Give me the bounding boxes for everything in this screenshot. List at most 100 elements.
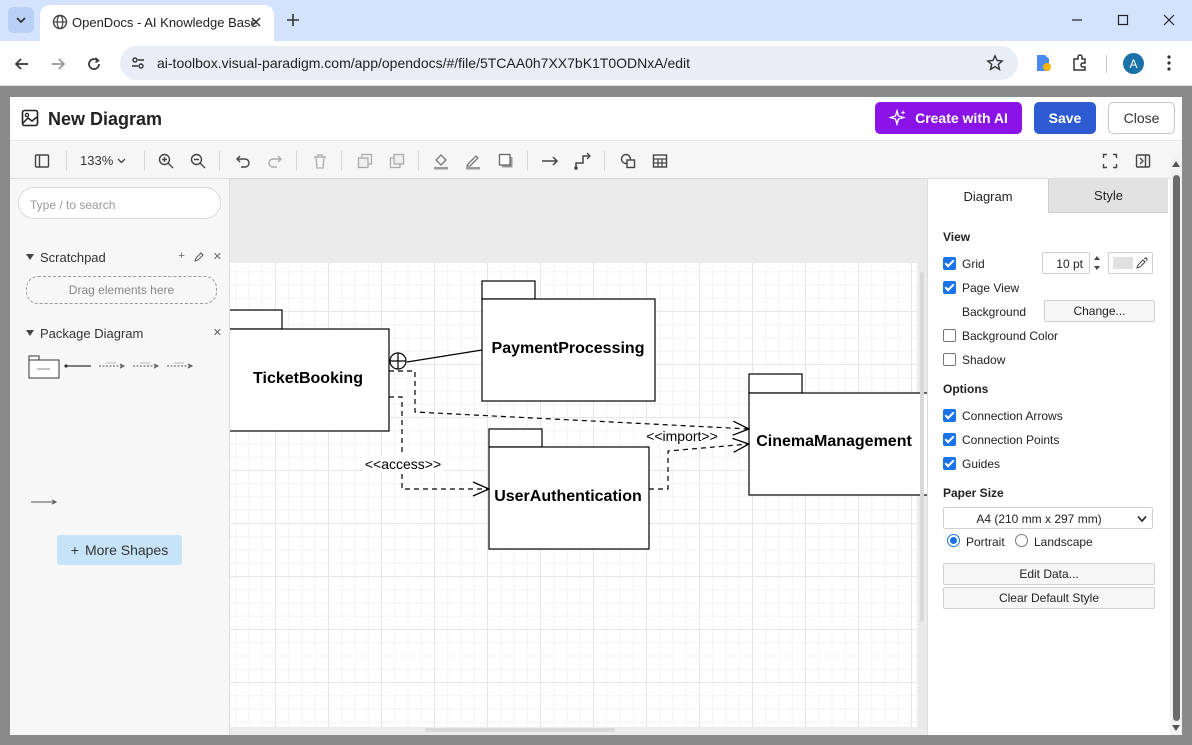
undo-icon[interactable] [233, 151, 253, 171]
back-icon[interactable] [10, 52, 34, 76]
close-icon[interactable]: ✕ [213, 326, 222, 339]
delete-icon[interactable] [310, 151, 330, 171]
clear-default-style-button[interactable]: Clear Default Style [943, 587, 1155, 609]
package-cinemamanagement[interactable]: CinemaManagement [749, 374, 927, 495]
paper-size-value: A4 (210 mm x 297 mm) [944, 512, 1134, 526]
import-line-shape[interactable] [98, 361, 126, 371]
zoom-dropdown[interactable]: 133% [80, 153, 126, 168]
stepper-arrows-icon [1092, 252, 1102, 274]
import-connector[interactable] [649, 444, 749, 489]
shapes-icon[interactable] [618, 151, 638, 171]
tab-diagram[interactable]: Diagram [928, 179, 1048, 213]
connection-points-label: Connection Points [962, 433, 1059, 447]
nesting-connector[interactable] [390, 350, 482, 369]
page-view-checkbox[interactable] [943, 281, 956, 294]
arrow-line-shape[interactable] [30, 497, 58, 507]
package-diagram-header[interactable]: Package Diagram ✕ [10, 323, 230, 345]
zoom-in-icon[interactable] [156, 151, 176, 171]
landscape-radio[interactable] [1015, 534, 1028, 547]
toolbar-separator [341, 151, 342, 171]
create-with-ai-button[interactable]: Create with AI [875, 102, 1022, 134]
close-icon[interactable]: ✕ [213, 250, 222, 263]
package-diagram-label: Package Diagram [40, 326, 143, 341]
package-shape[interactable] [28, 355, 60, 379]
fill-color-icon[interactable] [431, 151, 451, 171]
close-button[interactable]: Close [1108, 102, 1175, 134]
bookmark-star-icon[interactable] [986, 54, 1004, 72]
shape-search-input[interactable]: Type / to search [18, 187, 221, 219]
site-info-icon[interactable] [130, 55, 146, 71]
more-shapes-button[interactable]: + More Shapes [57, 535, 182, 565]
minimize-icon[interactable] [1054, 0, 1100, 40]
access-line-shape[interactable] [132, 361, 160, 371]
save-button[interactable]: Save [1034, 102, 1096, 134]
access-connector[interactable] [389, 397, 489, 489]
grid-checkbox[interactable] [943, 257, 956, 270]
grid-size-input[interactable]: 10 pt [1042, 252, 1090, 274]
guides-checkbox[interactable] [943, 457, 956, 470]
change-background-button[interactable]: Change... [1044, 300, 1155, 322]
zoom-out-icon[interactable] [188, 151, 208, 171]
scrollbar-thumb[interactable] [1173, 175, 1180, 721]
toggle-format-panel-icon[interactable] [1133, 151, 1153, 171]
diagram-canvas[interactable]: TicketBooking PaymentProcessing CinemaMa… [230, 179, 927, 735]
extensions-puzzle-icon[interactable] [1068, 51, 1092, 75]
forward-icon[interactable] [46, 52, 70, 76]
tab-style[interactable]: Style [1048, 179, 1168, 213]
to-front-icon[interactable] [355, 151, 375, 171]
connection-arrows-label: Connection Arrows [962, 409, 1063, 423]
edit-icon[interactable] [194, 252, 204, 262]
shadow-checkbox[interactable] [943, 353, 956, 366]
connection-points-checkbox[interactable] [943, 433, 956, 446]
edit-data-button[interactable]: Edit Data... [943, 563, 1155, 585]
background-color-checkbox[interactable] [943, 329, 956, 342]
connection-arrows-checkbox[interactable] [943, 409, 956, 422]
reload-icon[interactable] [82, 52, 106, 76]
paper-size-select[interactable]: A4 (210 mm x 297 mm) [943, 507, 1153, 529]
tab-search-button[interactable] [8, 7, 34, 33]
browser-menu-icon[interactable] [1157, 51, 1181, 75]
create-with-ai-label: Create with AI [915, 110, 1008, 126]
canvas-vertical-scrollbar[interactable] [920, 272, 924, 622]
connector-elbow-icon[interactable] [573, 151, 593, 171]
options-heading: Options [943, 382, 988, 396]
toolbar-separator [604, 151, 605, 171]
canvas-horizontal-scrollbar[interactable] [425, 728, 615, 732]
extension-doc-icon[interactable] [1031, 51, 1055, 75]
portrait-radio[interactable] [947, 534, 960, 547]
connector-straight-icon[interactable] [540, 151, 560, 171]
maximize-icon[interactable] [1100, 0, 1146, 40]
scratchpad-header[interactable]: Scratchpad + ✕ [10, 247, 230, 269]
globe-icon [52, 14, 68, 30]
browser-tab[interactable]: OpenDocs - AI Knowledge Base [40, 5, 274, 41]
panel-vertical-scrollbar[interactable] [1170, 157, 1182, 735]
toggle-sidebar-icon[interactable] [32, 151, 52, 171]
package-userauthentication[interactable]: UserAuthentication [489, 429, 649, 549]
address-bar: ai-toolbox.visual-paradigm.com/app/opend… [0, 41, 1192, 86]
dependency-line-shape[interactable] [64, 361, 92, 371]
grid-color-picker[interactable] [1108, 252, 1153, 274]
grid-size-stepper[interactable] [1092, 252, 1102, 274]
new-tab-icon[interactable] [282, 9, 304, 31]
fullscreen-icon[interactable] [1100, 151, 1120, 171]
image-icon [21, 109, 39, 127]
add-icon[interactable]: + [178, 250, 184, 263]
scroll-down-icon[interactable] [1172, 725, 1180, 731]
window-close-icon[interactable] [1146, 0, 1192, 40]
zoom-value: 133% [80, 153, 113, 168]
url-field[interactable]: ai-toolbox.visual-paradigm.com/app/opend… [120, 46, 1018, 80]
scroll-up-icon[interactable] [1172, 161, 1180, 167]
redo-icon[interactable] [265, 151, 285, 171]
profile-avatar[interactable]: A [1123, 53, 1144, 74]
shadow-icon[interactable] [496, 151, 516, 171]
table-icon[interactable] [650, 151, 670, 171]
close-tab-icon[interactable] [246, 12, 266, 32]
merge-line-shape[interactable] [166, 361, 194, 371]
sparkle-icon [889, 109, 907, 127]
package-paymentprocessing[interactable]: PaymentProcessing [482, 281, 655, 401]
scratchpad-actions: + ✕ [178, 250, 222, 263]
toolbar-separator [418, 151, 419, 171]
to-back-icon[interactable] [387, 151, 407, 171]
line-color-icon[interactable] [463, 151, 483, 171]
package-ticketbooking[interactable]: TicketBooking [230, 310, 389, 431]
